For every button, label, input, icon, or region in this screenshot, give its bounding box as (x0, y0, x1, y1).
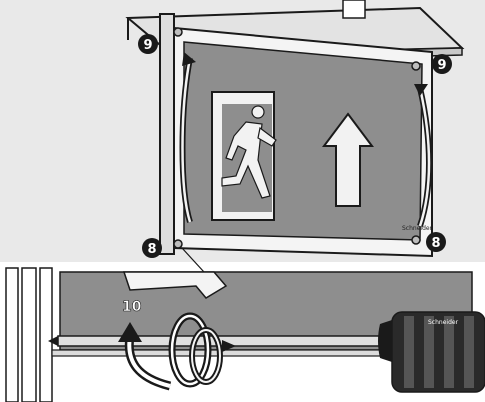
callout-10-label: 10 (122, 299, 142, 315)
callout-9-right-label: 9 (437, 58, 446, 73)
support-post (160, 14, 174, 254)
screw-bottom-left (174, 240, 182, 248)
detail-view: Schneider (0, 248, 485, 402)
callout-8-left-label: 8 (147, 242, 156, 257)
mount-box (343, 0, 365, 18)
maker-mark: Schneider (402, 225, 433, 232)
detail-frame-strip-2 (22, 268, 36, 402)
detail-frame-strip-3 (40, 268, 52, 402)
detail-frame-strip-1 (6, 268, 18, 402)
screw-top-left (174, 28, 182, 36)
callout-8-right-label: 8 (431, 236, 440, 251)
screw-bottom-right (412, 236, 420, 244)
handle-label: Schneider (428, 319, 459, 326)
screw-top-right (412, 62, 420, 70)
exit-sign-assembly: Schneider (128, 0, 462, 256)
callout-9-left-label: 9 (143, 38, 152, 53)
screwdriver-handle: Schneider (378, 312, 485, 392)
